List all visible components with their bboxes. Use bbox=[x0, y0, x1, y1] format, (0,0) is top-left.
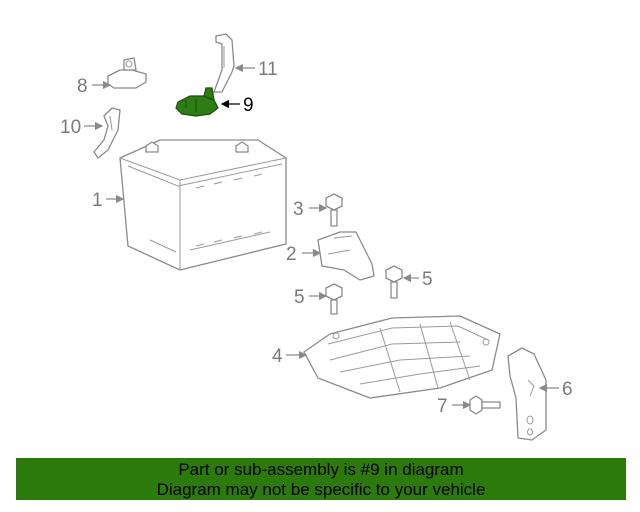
info-banner: Part or sub-assembly is #9 in diagram Di… bbox=[16, 458, 626, 500]
callout-9: 9 bbox=[243, 95, 254, 116]
part-9-terminal-highlighted[interactable] bbox=[175, 87, 219, 117]
banner-line-1: Part or sub-assembly is #9 in diagram bbox=[178, 460, 464, 479]
callout-5-lower: 5 bbox=[294, 287, 305, 308]
part-2-bracket[interactable] bbox=[317, 231, 375, 281]
part-3-bolt[interactable] bbox=[325, 193, 343, 227]
part-10-strap[interactable] bbox=[93, 107, 121, 159]
leader-lines bbox=[84, 63, 559, 410]
callout-11: 11 bbox=[258, 59, 278, 80]
part-1-battery[interactable] bbox=[119, 139, 287, 271]
callout-10: 10 bbox=[60, 117, 81, 138]
part-8-clamp[interactable] bbox=[107, 57, 147, 89]
callout-7: 7 bbox=[437, 396, 448, 417]
part-11-bracket[interactable] bbox=[213, 33, 235, 93]
parts-diagram: 1 2 3 4 5 5 6 7 8 9 10 11 bbox=[60, 33, 573, 441]
part-6-side-bracket[interactable] bbox=[507, 347, 547, 441]
callout-8: 8 bbox=[77, 76, 88, 97]
part-5-bolt-lower[interactable] bbox=[325, 283, 343, 315]
callout-3: 3 bbox=[293, 199, 304, 220]
part-4-tray[interactable] bbox=[303, 315, 501, 399]
part-7-bolt[interactable] bbox=[469, 395, 501, 415]
callout-1: 1 bbox=[92, 190, 103, 211]
callout-6: 6 bbox=[562, 379, 573, 400]
part-5-bolt-upper[interactable] bbox=[385, 265, 403, 299]
banner-line-2: Diagram may not be specific to your vehi… bbox=[156, 480, 486, 499]
callout-4: 4 bbox=[272, 346, 283, 367]
callout-5-upper: 5 bbox=[422, 269, 433, 290]
callout-2: 2 bbox=[286, 244, 297, 265]
